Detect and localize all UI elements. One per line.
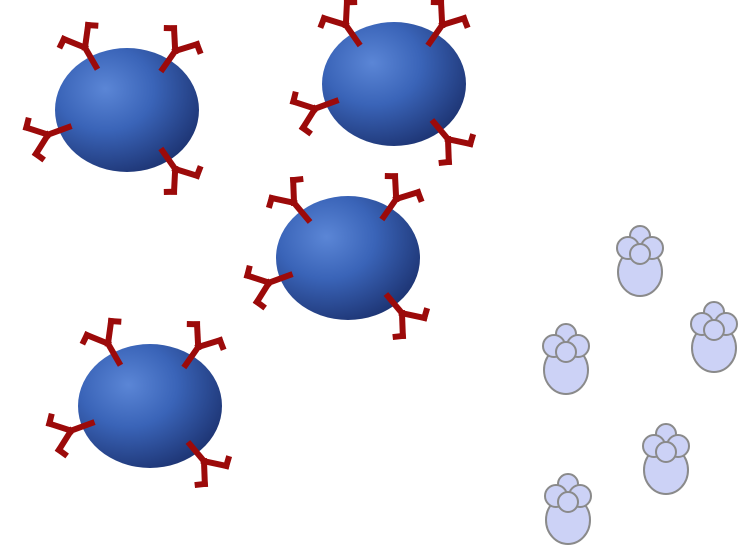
- antigen-particle-3: [690, 301, 738, 373]
- bead-sphere: [276, 196, 420, 320]
- antibody-y-icon: [158, 25, 204, 74]
- antibody-y-icon: [22, 116, 73, 163]
- antibody-y-icon: [56, 21, 101, 71]
- antibody-y-icon: [425, 0, 471, 48]
- antibody-y-icon: [289, 90, 340, 137]
- coated-bead-4: [45, 317, 233, 489]
- coated-bead-2: [289, 0, 477, 167]
- antigen-particle-5: [544, 473, 592, 545]
- antibody-y-icon: [243, 264, 294, 311]
- bead-sphere: [55, 48, 199, 172]
- coated-bead-1: [22, 21, 204, 195]
- antibody-y-icon: [383, 292, 431, 341]
- antibody-y-icon: [379, 173, 425, 222]
- antibody-y-icon: [429, 118, 477, 167]
- antibody-y-icon: [79, 317, 124, 367]
- antibody-y-icon: [45, 412, 96, 459]
- antigen-particle-4: [642, 423, 690, 495]
- antibody-y-icon: [265, 175, 313, 224]
- antigen-particle-1: [616, 225, 664, 297]
- beads-layer: [22, 0, 477, 489]
- antigens-layer: [542, 225, 738, 545]
- antibody-y-icon: [181, 321, 227, 370]
- antibody-y-icon: [185, 440, 233, 489]
- antibody-y-icon: [317, 0, 363, 48]
- antigen-particle-2: [542, 323, 590, 395]
- bead-sphere: [78, 344, 222, 468]
- bead-sphere: [322, 22, 466, 146]
- antibody-y-icon: [158, 146, 204, 195]
- coated-bead-3: [243, 173, 431, 341]
